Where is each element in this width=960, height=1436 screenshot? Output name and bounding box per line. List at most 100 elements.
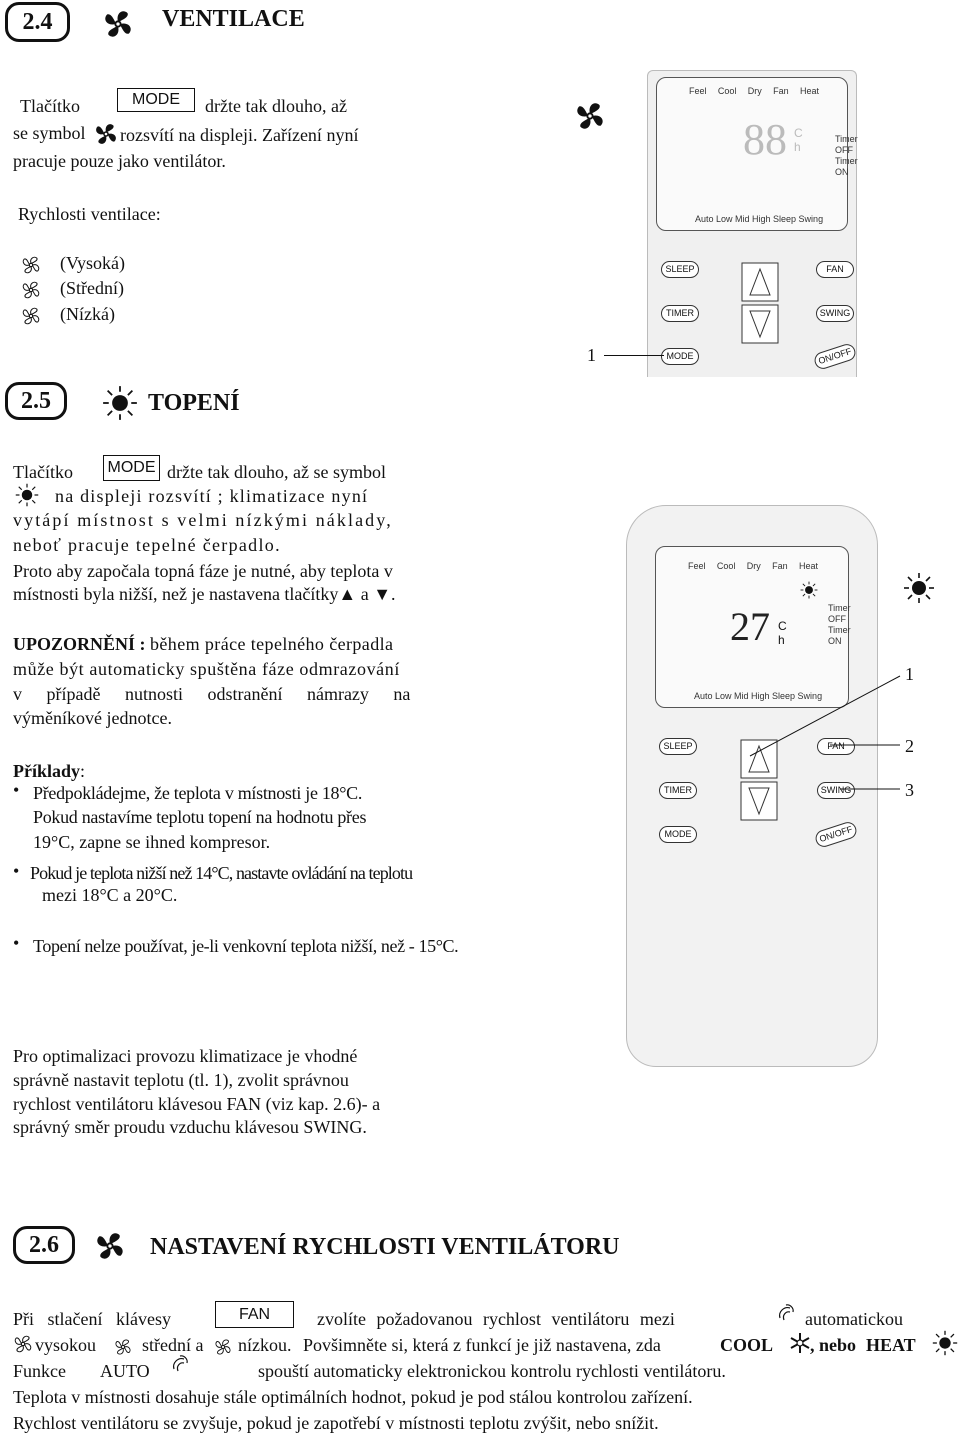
text: Předpokládejme, že teplota v místnosti j…: [33, 783, 363, 803]
text: neboť pracuje tepelné čerpadlo.: [13, 535, 281, 555]
callout-number-1: 1: [905, 664, 914, 684]
text: Tlačítko: [20, 96, 80, 116]
temperature-up-down-buttons[interactable]: [739, 738, 779, 822]
remote-display: Feel Cool Dry Fan Heat 27 C h Timer OFF …: [655, 546, 851, 708]
unit-h: h: [778, 633, 785, 647]
mode-heat-label: Heat: [798, 561, 818, 571]
text: spouští automaticky elektronickou kontro…: [258, 1361, 726, 1381]
unit-c: C: [778, 619, 787, 633]
fan-low-icon: [22, 307, 40, 325]
text: rozsvítí na displeji. Zařízení nyní: [120, 125, 359, 145]
section-number-2-5: 2.5: [5, 382, 67, 420]
fan-button[interactable]: FAN: [816, 261, 854, 278]
temperature-digits: 88: [743, 115, 787, 164]
swing-button[interactable]: SWING: [816, 305, 854, 322]
examples-colon: :: [80, 761, 86, 781]
mode-key-label: MODE: [117, 88, 195, 112]
cool-label: COOL: [720, 1335, 774, 1355]
text: , nebo: [810, 1335, 857, 1355]
timer-on-label-2: ON: [835, 167, 849, 177]
timer-off-label-1: Timer: [835, 134, 858, 144]
section-number-2-6: 2.6: [13, 1226, 75, 1264]
text: pracuje pouze jako ventilátor.: [13, 151, 226, 171]
examples-heading: Příklady:: [13, 760, 85, 783]
mode-button[interactable]: MODE: [659, 826, 697, 843]
lcd-area: 88 C h: [697, 108, 827, 168]
mode-dry-label: Dry: [747, 86, 762, 96]
mode-dry-label: Dry: [746, 561, 761, 571]
text: se symbol: [13, 123, 86, 143]
text: Teplota v místnosti dosahuje stále optim…: [13, 1387, 693, 1407]
mode-key-label: MODE: [103, 455, 160, 481]
timer-on-label-2: ON: [828, 636, 842, 646]
callout-line: [604, 355, 664, 356]
unit-c: C: [794, 126, 803, 140]
warning-line: UPOZORNĚNÍ : během práce tepelného čerpa…: [13, 633, 393, 656]
temperature-up-down-buttons[interactable]: [740, 261, 780, 345]
temperature-digits: 27: [730, 604, 770, 649]
heat-label: HEAT: [866, 1335, 916, 1355]
text: může být automaticky spuštěna fáze odmra…: [13, 659, 400, 679]
bullet: •: [13, 780, 20, 800]
mode-feel-label: Feel: [689, 86, 707, 96]
remote-control-middle: Feel Cool Dry Fan Heat 27 C h Timer OFF …: [626, 505, 878, 1067]
text: místnosti byla nižší, než je nastavena t…: [13, 584, 396, 604]
unit-h: h: [794, 140, 801, 154]
mode-button[interactable]: MODE: [661, 348, 699, 365]
text: v případě nutnosti odstranění námrazy na: [13, 684, 411, 704]
section-number-2-4: 2.4: [5, 2, 70, 42]
onoff-button[interactable]: ON/OFF: [813, 819, 859, 850]
sleep-button[interactable]: SLEEP: [661, 261, 699, 278]
fan-icon: [95, 123, 117, 145]
examples-label: Příklady: [13, 761, 81, 781]
timer-on-label-1: Timer: [835, 156, 858, 166]
speeds-heading: Rychlosti ventilace:: [18, 204, 161, 224]
text: Proto aby započala topná fáze je nutné, …: [13, 561, 393, 581]
timer-button[interactable]: TIMER: [659, 782, 697, 799]
callout-lines: [749, 675, 901, 790]
fan-low-icon: [215, 1339, 231, 1355]
section-title-nastaveni-rychlosti: NASTAVENÍ RYCHLOSTI VENTILÁTORU: [150, 1234, 620, 1260]
section-title-ventilace: VENTILACE: [162, 6, 305, 32]
bullet: •: [13, 933, 20, 953]
text: nízkou.: [238, 1335, 292, 1355]
bullet: •: [13, 861, 20, 881]
fan-mid-icon: [115, 1339, 131, 1355]
mode-fan-label: Fan: [772, 561, 788, 571]
text: automatickou: [805, 1309, 903, 1329]
speed-mid-label: (Střední): [60, 278, 124, 298]
fan-high-icon: [14, 1335, 32, 1353]
callout-number-2: 2: [905, 736, 914, 756]
text: mezi 18°C a 20°C.: [42, 885, 178, 905]
timer-off-label-2: OFF: [835, 145, 853, 155]
onoff-button[interactable]: ON/OFF: [812, 341, 858, 372]
sun-icon: [903, 572, 935, 604]
remote-control-top: Feel Cool Dry Fan Heat 88 C h Timer OFF …: [647, 70, 858, 377]
timer-off-label-1: Timer: [828, 603, 851, 613]
fan-icon: [576, 102, 604, 130]
warning-label: UPOZORNĚNÍ :: [13, 634, 146, 654]
timer-off-label-2: OFF: [828, 614, 846, 624]
timer-button[interactable]: TIMER: [661, 305, 699, 322]
text: Povšimněte si, která z funkcí je již nas…: [303, 1335, 661, 1355]
fan-icon: [96, 1232, 124, 1260]
text: zvolíte požadovanou rychlost ventilátoru…: [317, 1309, 675, 1329]
fan-high-icon: [22, 256, 40, 274]
text: během práce tepelného čerpadla: [150, 634, 394, 654]
swing-button[interactable]: SWING: [817, 782, 855, 799]
auto-fan-icon: [173, 1355, 188, 1372]
snowflake-icon: [790, 1332, 810, 1354]
text: 19°C, zapne se ihned kompresor.: [33, 832, 271, 852]
fan-icon: [104, 10, 132, 38]
text: na displeji rozsvítí ; klimatizace nyní: [55, 486, 369, 506]
text: držte tak dlouho, až se symbol: [167, 462, 386, 482]
text: Topení nelze používat, je-li venkovní te…: [33, 936, 459, 956]
mode-fan-label: Fan: [773, 86, 789, 96]
text: vysokou: [35, 1335, 97, 1355]
auto-label: AUTO: [100, 1361, 150, 1381]
text: Tlačítko: [13, 462, 73, 482]
sleep-button[interactable]: SLEEP: [659, 738, 697, 755]
fan-button[interactable]: FAN: [817, 738, 855, 755]
mode-cool-label: Cool: [717, 86, 737, 96]
text: střední a: [142, 1335, 204, 1355]
